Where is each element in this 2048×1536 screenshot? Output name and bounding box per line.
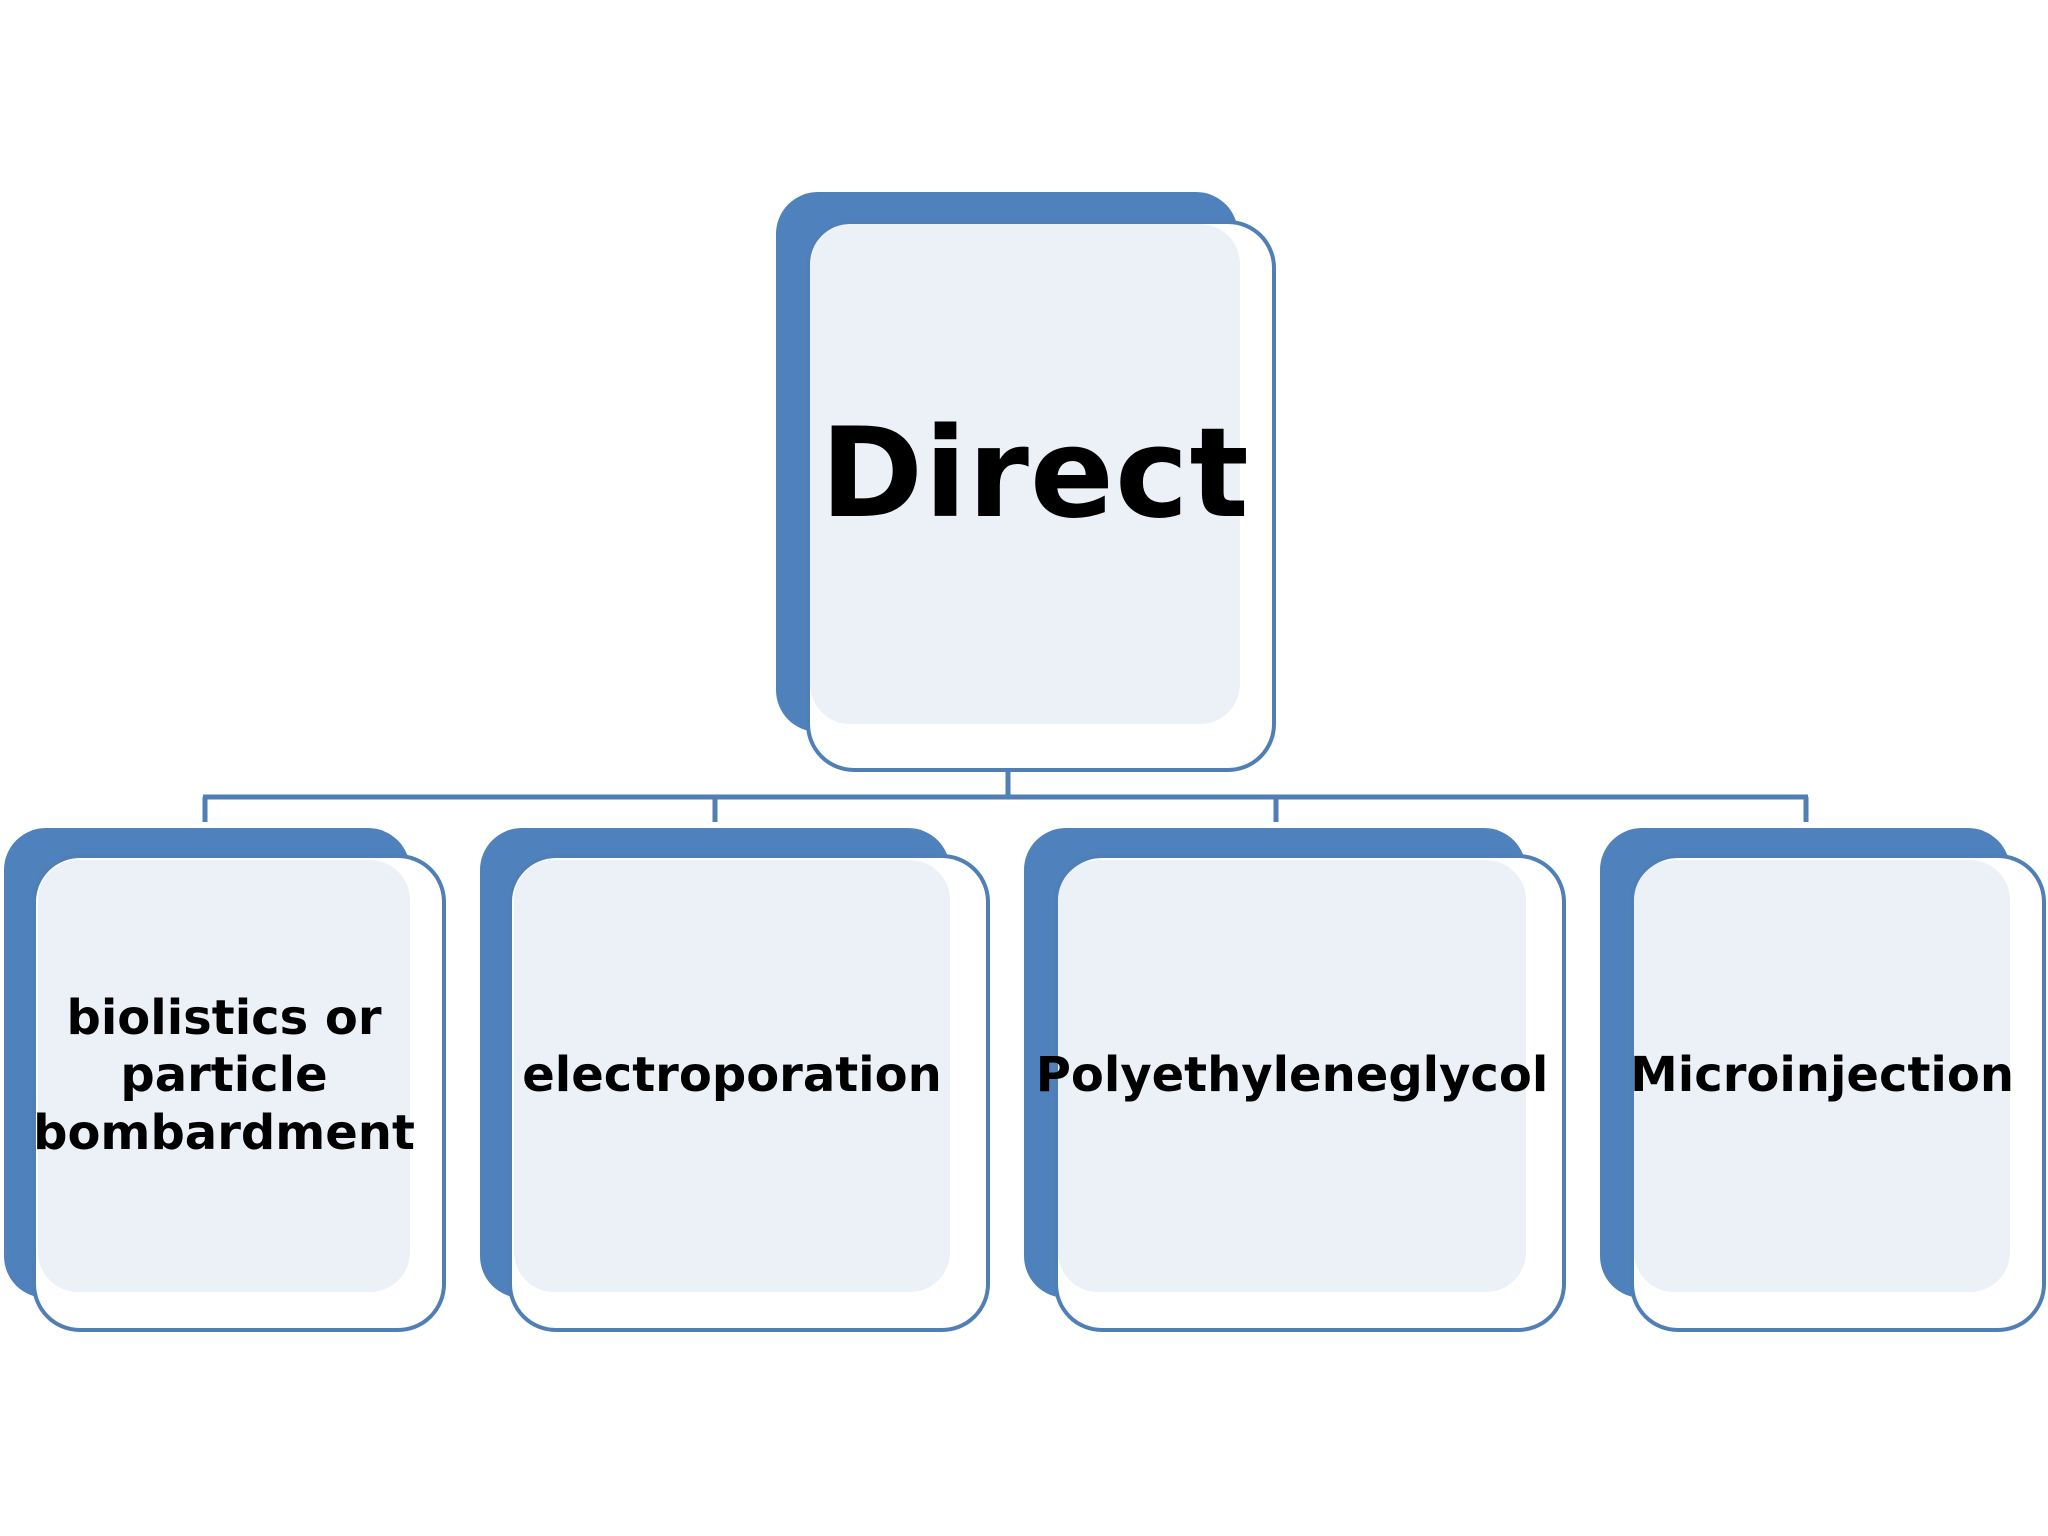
child-node-electroporation: electroporation — [480, 828, 990, 1332]
root-node-face: Direct — [810, 224, 1249, 724]
child-node-label: Polyethyleneglycol — [1035, 1047, 1549, 1104]
child-node-label: electroporation — [522, 1047, 942, 1104]
root-node: Direct — [776, 192, 1276, 772]
child-node-face: biolistics or particle bombardment — [33, 860, 415, 1292]
child-node-polyethyleneglycol: Polyethyleneglycol — [1024, 828, 1566, 1332]
child-node-label: biolistics or particle bombardment — [33, 989, 415, 1161]
child-node-microinjection: Microinjection — [1600, 828, 2046, 1332]
child-node-label: Microinjection — [1630, 1047, 2014, 1104]
child-node-face: Polyethyleneglycol — [1036, 860, 1548, 1292]
root-node-label: Direct — [820, 401, 1250, 546]
child-node-face: electroporation — [514, 860, 950, 1292]
child-node-face: Microinjection — [1630, 860, 2014, 1292]
child-node-biolistics: biolistics or particle bombardment — [4, 828, 446, 1332]
